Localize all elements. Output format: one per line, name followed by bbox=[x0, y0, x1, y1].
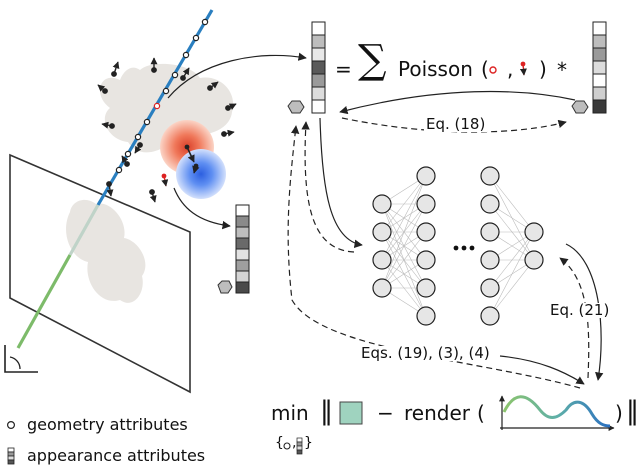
loss-subscript-open: { bbox=[275, 435, 284, 451]
arrow-vector-to-network bbox=[319, 117, 363, 248]
geometry-legend-icon bbox=[6, 421, 16, 430]
formula-star: * bbox=[557, 58, 567, 82]
poisson-geometry-icon bbox=[489, 66, 497, 74]
arrow-eq18-right-dashed bbox=[341, 117, 567, 133]
arrow-curve-to-network-dashed bbox=[559, 257, 590, 379]
feature-vector-top bbox=[311, 21, 326, 114]
red-geometry-point bbox=[161, 173, 169, 187]
network-node bbox=[372, 278, 392, 298]
formula-equals: = bbox=[335, 57, 352, 81]
eq18-label: Eq. (18) bbox=[424, 115, 488, 133]
arrow-eqs-to-curve bbox=[499, 355, 585, 385]
loss-subscript-close: } bbox=[304, 435, 313, 451]
feature-vector-small bbox=[235, 204, 250, 294]
network-edge bbox=[489, 175, 535, 233]
network-node bbox=[372, 194, 392, 214]
arrow-ray-to-vector bbox=[167, 52, 307, 99]
network-edge bbox=[381, 231, 427, 289]
legend-geometry-text: geometry attributes bbox=[27, 415, 188, 434]
formula-sum: ∑ bbox=[358, 37, 387, 83]
network-node bbox=[372, 250, 392, 270]
network-edge bbox=[381, 175, 427, 233]
loss-minus: − bbox=[377, 401, 394, 425]
network-node bbox=[416, 306, 436, 326]
ray-green bbox=[16, 254, 72, 349]
hexagon-geometry-small bbox=[217, 280, 233, 294]
loss-min: min bbox=[271, 401, 309, 425]
network-edge bbox=[489, 231, 535, 289]
ray-fade bbox=[68, 204, 100, 256]
network-node bbox=[480, 166, 500, 186]
network-edge bbox=[489, 259, 535, 317]
neural-network bbox=[372, 166, 544, 326]
arrow-eq18-left bbox=[339, 90, 576, 115]
network-node bbox=[480, 306, 500, 326]
loss-color-swatch bbox=[339, 401, 363, 425]
eq21-label: Eq. (21) bbox=[548, 301, 612, 319]
network-node bbox=[480, 278, 500, 298]
subscript-geometry-icon bbox=[283, 442, 291, 450]
subscript-appearance-icon bbox=[296, 437, 303, 455]
projected-blob bbox=[66, 199, 146, 303]
network-node bbox=[524, 222, 544, 242]
network-node bbox=[416, 166, 436, 186]
network-edge bbox=[381, 203, 427, 289]
network-node bbox=[480, 222, 500, 242]
blue-gaussian bbox=[176, 149, 226, 199]
norm-bar-left: ‖ bbox=[320, 396, 333, 426]
feature-vector-right bbox=[592, 21, 607, 114]
network-node bbox=[416, 250, 436, 270]
loss-subscript-comma: , bbox=[292, 435, 297, 451]
camera-icon bbox=[4, 345, 38, 373]
hexagon-geometry-top bbox=[287, 100, 305, 114]
loss-render: render bbox=[404, 401, 470, 425]
render-curve-plot bbox=[499, 395, 615, 431]
hexagon-geometry-right bbox=[571, 100, 589, 114]
network-edge bbox=[489, 231, 535, 317]
network-edge bbox=[381, 175, 427, 289]
formula-comma: , bbox=[507, 57, 514, 81]
network-node bbox=[416, 194, 436, 214]
loss-open-paren: ( bbox=[477, 401, 485, 425]
formula-open-paren: ( bbox=[481, 57, 489, 81]
poisson-arrow-icon bbox=[519, 61, 527, 76]
norm-bar-right: ‖ bbox=[626, 396, 639, 426]
arrow-gaussian-to-vector bbox=[173, 187, 231, 230]
ray-samples bbox=[115, 18, 209, 174]
arrow-eqs-dashed bbox=[287, 125, 581, 389]
image-plane bbox=[9, 153, 191, 394]
arrow-network-back-dashed bbox=[301, 121, 355, 253]
appearance-legend-icon bbox=[7, 447, 15, 465]
eqs-label: Eqs. (19), (3), (4) bbox=[359, 344, 492, 362]
network-node bbox=[480, 250, 500, 270]
formula-close-paren: ) bbox=[539, 57, 547, 81]
network-node bbox=[416, 222, 436, 242]
arrow-network-to-curve bbox=[565, 243, 604, 381]
network-node bbox=[480, 194, 500, 214]
network-edge bbox=[381, 175, 427, 261]
loss-close-paren: ) bbox=[615, 401, 623, 425]
network-node bbox=[372, 222, 392, 242]
formula-poisson: Poisson bbox=[398, 57, 473, 81]
network-node bbox=[524, 250, 544, 270]
legend-appearance-text: appearance attributes bbox=[27, 446, 206, 465]
geometry-arrows bbox=[97, 57, 237, 203]
network-node bbox=[416, 278, 436, 298]
